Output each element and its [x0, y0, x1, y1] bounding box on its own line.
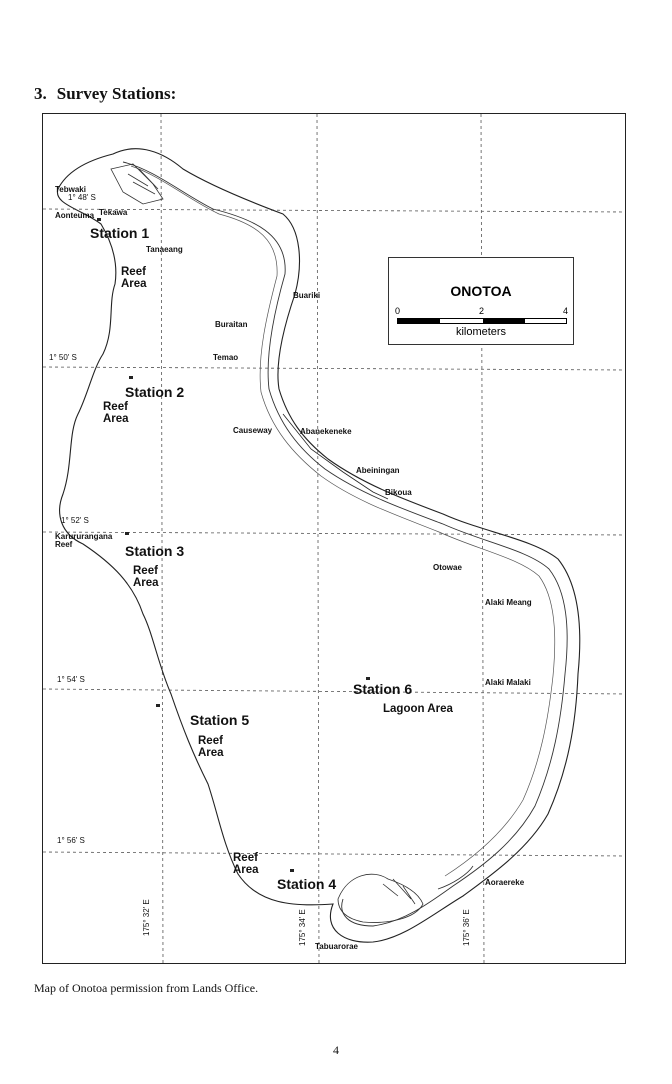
place-tabuarorae: Tabuarorae	[315, 942, 358, 951]
place-alaki-meang: Alaki Meang	[485, 598, 532, 607]
place-alaki-malaki: Alaki Malaki	[485, 678, 531, 687]
lon-label-32: 175° 32' E	[142, 899, 151, 936]
causeway-line	[282, 413, 389, 500]
place-buraitan: Buraitan	[215, 320, 248, 329]
place-causeway: Causeway	[233, 426, 273, 435]
onotoa-map: 1° 48' S 1° 50' S 1° 52' S 1° 54' S 1° 5…	[42, 113, 626, 964]
lat-label-50: 1° 50' S	[49, 353, 77, 362]
place-tebwaki: Tebwaki	[55, 185, 86, 194]
scale-bar	[397, 318, 567, 324]
lat-label-52: 1° 52' S	[61, 516, 89, 525]
reef-area-4: Reef Area	[233, 852, 259, 876]
scale-unit: kilometers	[455, 326, 507, 338]
station-4-label: Station 4	[277, 876, 337, 892]
legend-title: ONOTOA	[450, 283, 512, 299]
place-tekawa: Tekawa	[99, 208, 128, 217]
place-aonteuma: Aonteuma	[55, 211, 95, 220]
place-karururangana-reef: Karururangana Reef	[55, 532, 113, 549]
lon-label-34: 175° 34' E	[298, 909, 307, 946]
section-number: 3.	[34, 84, 47, 103]
page-number: 4	[333, 1043, 339, 1057]
lon-label-36: 175° 36' E	[462, 909, 471, 946]
scale-tick-4: 4	[563, 306, 569, 316]
map-drawing	[43, 114, 625, 963]
station-1-label: Station 1	[90, 225, 150, 241]
map-caption: Map of Onotoa permission from Lands Offi…	[34, 981, 259, 995]
lat-label-48: 1° 48' S	[68, 193, 96, 202]
place-tanaeang: Tanaeang	[146, 245, 183, 254]
station-6-label: Station 6	[353, 681, 413, 697]
graticule	[43, 114, 625, 963]
lat-label-54: 1° 54' S	[57, 675, 85, 684]
island-rim	[130, 165, 556, 877]
station-3-label: Station 3	[125, 543, 185, 559]
lagoon-inner-edge	[122, 161, 568, 927]
station-5-label: Station 5	[190, 712, 250, 728]
map-legend: ONOTOA 0 2 4 kilometers	[388, 257, 574, 345]
section-heading: 3. Survey Stations:	[34, 84, 176, 104]
station-2-label: Station 2	[125, 384, 185, 400]
scale-bar-segment	[483, 319, 525, 323]
lagoon-area-label: Lagoon Area	[383, 703, 453, 715]
lat-label-56: 1° 56' S	[57, 836, 85, 845]
place-bikoua: Bikoua	[385, 488, 412, 497]
place-temao: Temao	[213, 353, 239, 362]
section-title: Survey Stations:	[56, 84, 177, 103]
place-buariki: Buariki	[293, 291, 321, 300]
northern-islets	[110, 163, 164, 205]
atoll-outer-edge	[56, 148, 581, 943]
station-markers	[97, 218, 370, 872]
scale-tick-2: 2	[479, 306, 485, 316]
southern-islets	[337, 865, 474, 923]
place-otowae: Otowae	[433, 563, 462, 572]
place-abeiningan: Abeiningan	[356, 466, 400, 475]
place-aoraereke: Aoraereke	[485, 878, 525, 887]
scale-tick-0: 0	[395, 306, 401, 316]
reef-area-2: Reef Area	[103, 401, 129, 425]
reef-area-5: Reef Area	[198, 735, 224, 759]
place-abanekeneke: Abanekeneke	[300, 427, 352, 436]
reef-area-3: Reef Area	[133, 565, 159, 589]
reef-area-1: Reef Area	[121, 266, 147, 290]
scale-bar-segment	[398, 319, 440, 323]
